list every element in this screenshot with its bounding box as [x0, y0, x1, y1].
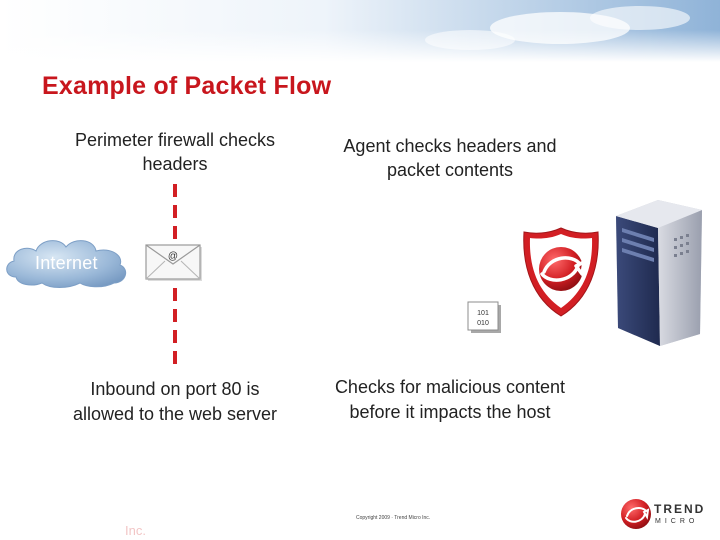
- envelope-icon: @: [145, 244, 202, 281]
- logo-trend-text: TREND: [654, 502, 706, 516]
- agent-checks-label: Agent checks headers and packet contents: [343, 136, 557, 180]
- firewall-dash-line: [173, 330, 177, 343]
- web-server-icon: [616, 200, 702, 346]
- security-shield-icon: [523, 227, 599, 317]
- inbound-port-text: Inbound on port 80 is allowed to the web…: [72, 379, 278, 424]
- copyright-text: Copyright 2009 · Trend Micro Inc.: [356, 515, 431, 521]
- firewall-dash-line: [173, 205, 177, 218]
- firewall-dash-line: [173, 351, 177, 364]
- packet-line-1: 101: [477, 310, 489, 317]
- perimeter-firewall-label: Perimeter firewall checks headers: [74, 130, 276, 174]
- packet-binary: 101 010: [468, 309, 498, 329]
- packet-line-2: 010: [477, 320, 489, 327]
- packet-icon: [467, 301, 501, 333]
- envelope-at-symbol: @: [168, 251, 178, 262]
- trend-micro-logo-icon: [621, 499, 651, 529]
- sky-banner: [0, 0, 720, 62]
- logo-micro-text: MICRO: [655, 518, 699, 525]
- firewall-dash-line: [173, 184, 177, 197]
- internet-cloud-icon: [6, 240, 127, 288]
- firewall-dash-line: [173, 309, 177, 322]
- footer-ghost-text: Inc.: [125, 523, 146, 538]
- firewall-dash-line: [173, 226, 177, 239]
- malicious-check-text: Checks for malicious content before it i…: [334, 377, 566, 422]
- slide-title: Example of Packet Flow: [42, 72, 332, 100]
- firewall-dash-line: [173, 288, 177, 301]
- internet-label: Internet: [35, 253, 98, 273]
